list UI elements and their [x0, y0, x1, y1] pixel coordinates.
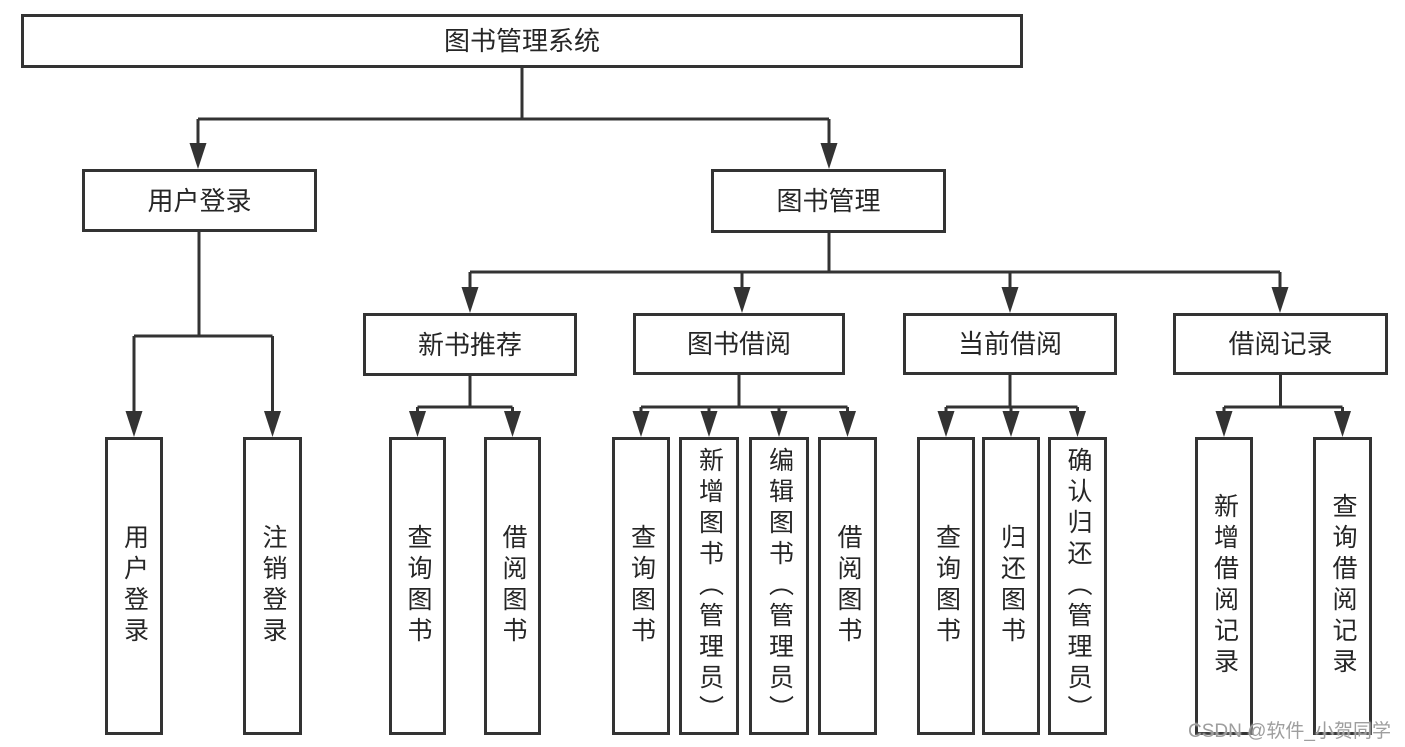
- connector-book-borrow-to-leaves: [639, 375, 849, 415]
- connector-book-mgmt-to-level3: [468, 233, 1282, 290]
- node-user-login-group: 用户登录: [82, 169, 317, 232]
- node-leaf-return-books: 归还图书: [982, 437, 1040, 735]
- connector-borrow-records-to-leaves: [1222, 375, 1344, 415]
- node-borrowing-records: 借阅记录: [1173, 313, 1388, 375]
- connector-user-login-to-leaves: [132, 232, 274, 414]
- node-book-borrowing: 图书借阅: [633, 313, 845, 375]
- node-leaf-add-borrow-record: 新增借阅记录: [1195, 437, 1253, 735]
- node-book-management-group: 图书管理: [711, 169, 946, 233]
- csdn-watermark: CSDN @软件_小贺同学: [1188, 721, 1391, 742]
- node-leaf-logout: 注销登录: [243, 437, 302, 735]
- node-leaf-edit-books-admin: 编辑图书（管理员）: [749, 437, 809, 735]
- connector-current-borrow-to-leaves: [944, 375, 1079, 415]
- node-new-book-recommendation: 新书推荐: [363, 313, 577, 376]
- connector-new-book-rec-to-leaves: [416, 376, 514, 415]
- node-leaf-query-books-rec: 查询图书: [389, 437, 446, 735]
- node-leaf-query-books-borrow: 查询图书: [612, 437, 670, 735]
- node-leaf-borrow-books: 借阅图书: [818, 437, 877, 735]
- node-leaf-borrow-books-rec: 借阅图书: [484, 437, 541, 735]
- node-current-borrowing: 当前借阅: [903, 313, 1117, 375]
- node-leaf-add-books-admin: 新增图书（管理员）: [679, 437, 739, 735]
- node-leaf-query-borrow-record: 查询借阅记录: [1313, 437, 1372, 735]
- node-leaf-query-books-current: 查询图书: [917, 437, 975, 735]
- node-leaf-confirm-return-admin: 确认归还（管理员）: [1048, 437, 1107, 735]
- node-leaf-user-login: 用户登录: [105, 437, 163, 735]
- node-library-management-system: 图书管理系统: [21, 14, 1023, 68]
- connector-root-to-level2: [196, 68, 831, 146]
